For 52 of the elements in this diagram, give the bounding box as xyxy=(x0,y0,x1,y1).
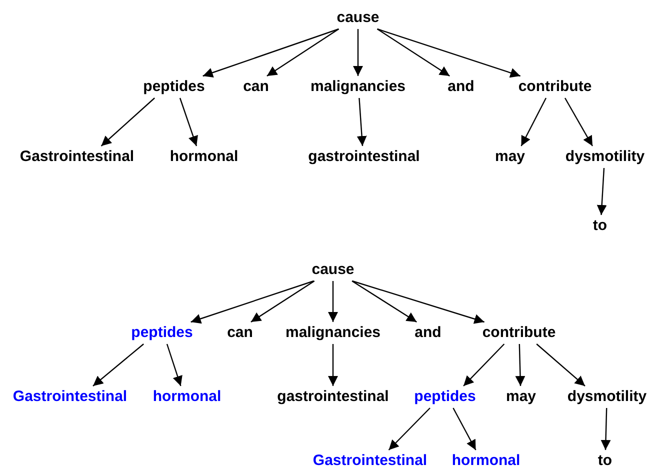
word-label: can xyxy=(225,324,255,342)
word-label: hormonal xyxy=(450,452,522,470)
arrow xyxy=(353,29,363,76)
word-label: Gastrointestinal xyxy=(10,388,130,406)
arrow xyxy=(356,98,367,146)
word-label: hormonal xyxy=(168,148,240,166)
arrow xyxy=(266,28,340,76)
arrow xyxy=(463,344,505,386)
word-label: cause xyxy=(310,261,356,279)
arrow xyxy=(564,98,594,146)
arrow xyxy=(377,28,521,78)
word-label: may xyxy=(504,388,538,406)
arrow xyxy=(179,98,198,146)
word-label: dysmotility xyxy=(565,388,649,406)
word-label: to xyxy=(596,452,614,470)
word-label: contribute xyxy=(516,78,594,96)
word-label: peptides xyxy=(141,78,207,96)
word-label: peptides xyxy=(412,388,478,406)
arrow xyxy=(250,280,315,322)
arrow xyxy=(596,168,607,216)
word-label: may xyxy=(492,148,528,166)
word-label: Gastrointestinal xyxy=(18,148,136,166)
arrow xyxy=(536,344,586,386)
word-label: to xyxy=(590,217,610,235)
arrow xyxy=(190,280,314,324)
arrow xyxy=(352,280,484,324)
arrow xyxy=(520,98,547,146)
arrow xyxy=(92,344,144,386)
arrow xyxy=(452,408,476,450)
arrow xyxy=(600,408,611,450)
word-label: peptides xyxy=(129,324,195,342)
arrow xyxy=(100,98,155,146)
word-label: malignancies xyxy=(308,78,408,96)
word-label: gastrointestinal xyxy=(306,148,422,166)
arrow xyxy=(376,28,450,76)
arrow xyxy=(352,280,417,322)
word-label: and xyxy=(446,78,476,96)
arrow xyxy=(328,281,338,322)
word-label: and xyxy=(412,324,444,342)
arrow xyxy=(202,28,339,78)
word-label: contribute xyxy=(480,324,558,342)
arrow xyxy=(328,344,338,386)
arrow xyxy=(388,408,430,450)
word-label: Gastrointestinal xyxy=(310,452,430,470)
word-label: cause xyxy=(334,9,382,27)
arrow xyxy=(515,344,526,386)
arrow xyxy=(166,344,182,386)
word-label: malignancies xyxy=(283,324,383,342)
word-label: can xyxy=(241,78,271,96)
word-label: gastrointestinal xyxy=(275,388,391,406)
word-label: hormonal xyxy=(150,388,224,406)
word-label: dysmotility xyxy=(563,148,647,166)
